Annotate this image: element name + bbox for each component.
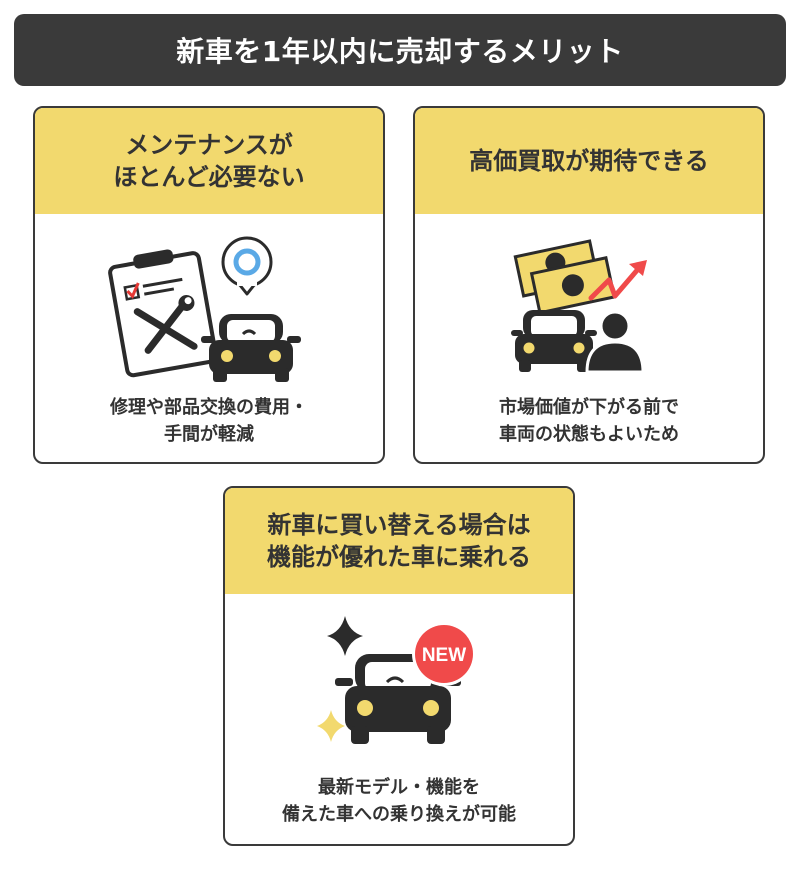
- money-car-person-rising-icon: [415, 230, 763, 390]
- card-description: 最新モデル・機能を 備えた車への乗り換えが可能: [282, 777, 516, 825]
- card-description: 市場価値が下がる前で 車両の状態もよいため: [499, 397, 679, 445]
- card-title: メンテナンスが ほとんど必要ない: [113, 130, 305, 191]
- page-title-banner: 新車を1年以内に売却するメリット: [14, 14, 786, 86]
- card-description: 修理や部品交換の費用・ 手間が軽減: [110, 397, 308, 445]
- new-car-sparkle-icon: NEW: [225, 610, 573, 770]
- card-title: 新車に買い替える場合は 機能が優れた車に乗れる: [267, 510, 531, 571]
- merit-card-new-features: 新車に買い替える場合は 機能が優れた車に乗れる NEW 最新モデル・機能を 備え…: [223, 486, 575, 846]
- new-badge-text: NEW: [422, 645, 466, 666]
- card-title: 高価買取が期待できる: [469, 146, 709, 175]
- card-header: 新車に買い替える場合は 機能が優れた車に乗れる: [225, 488, 573, 594]
- card-header: メンテナンスが ほとんど必要ない: [35, 108, 383, 214]
- page-title: 新車を1年以内に売却するメリット: [176, 35, 624, 68]
- merit-card-high-price: 高価買取が期待できる: [413, 106, 765, 464]
- merit-card-maintenance: メンテナンスが ほとんど必要ない: [33, 106, 385, 464]
- card-header: 高価買取が期待できる: [415, 108, 763, 214]
- clipboard-tools-car-ok-icon: [35, 230, 383, 390]
